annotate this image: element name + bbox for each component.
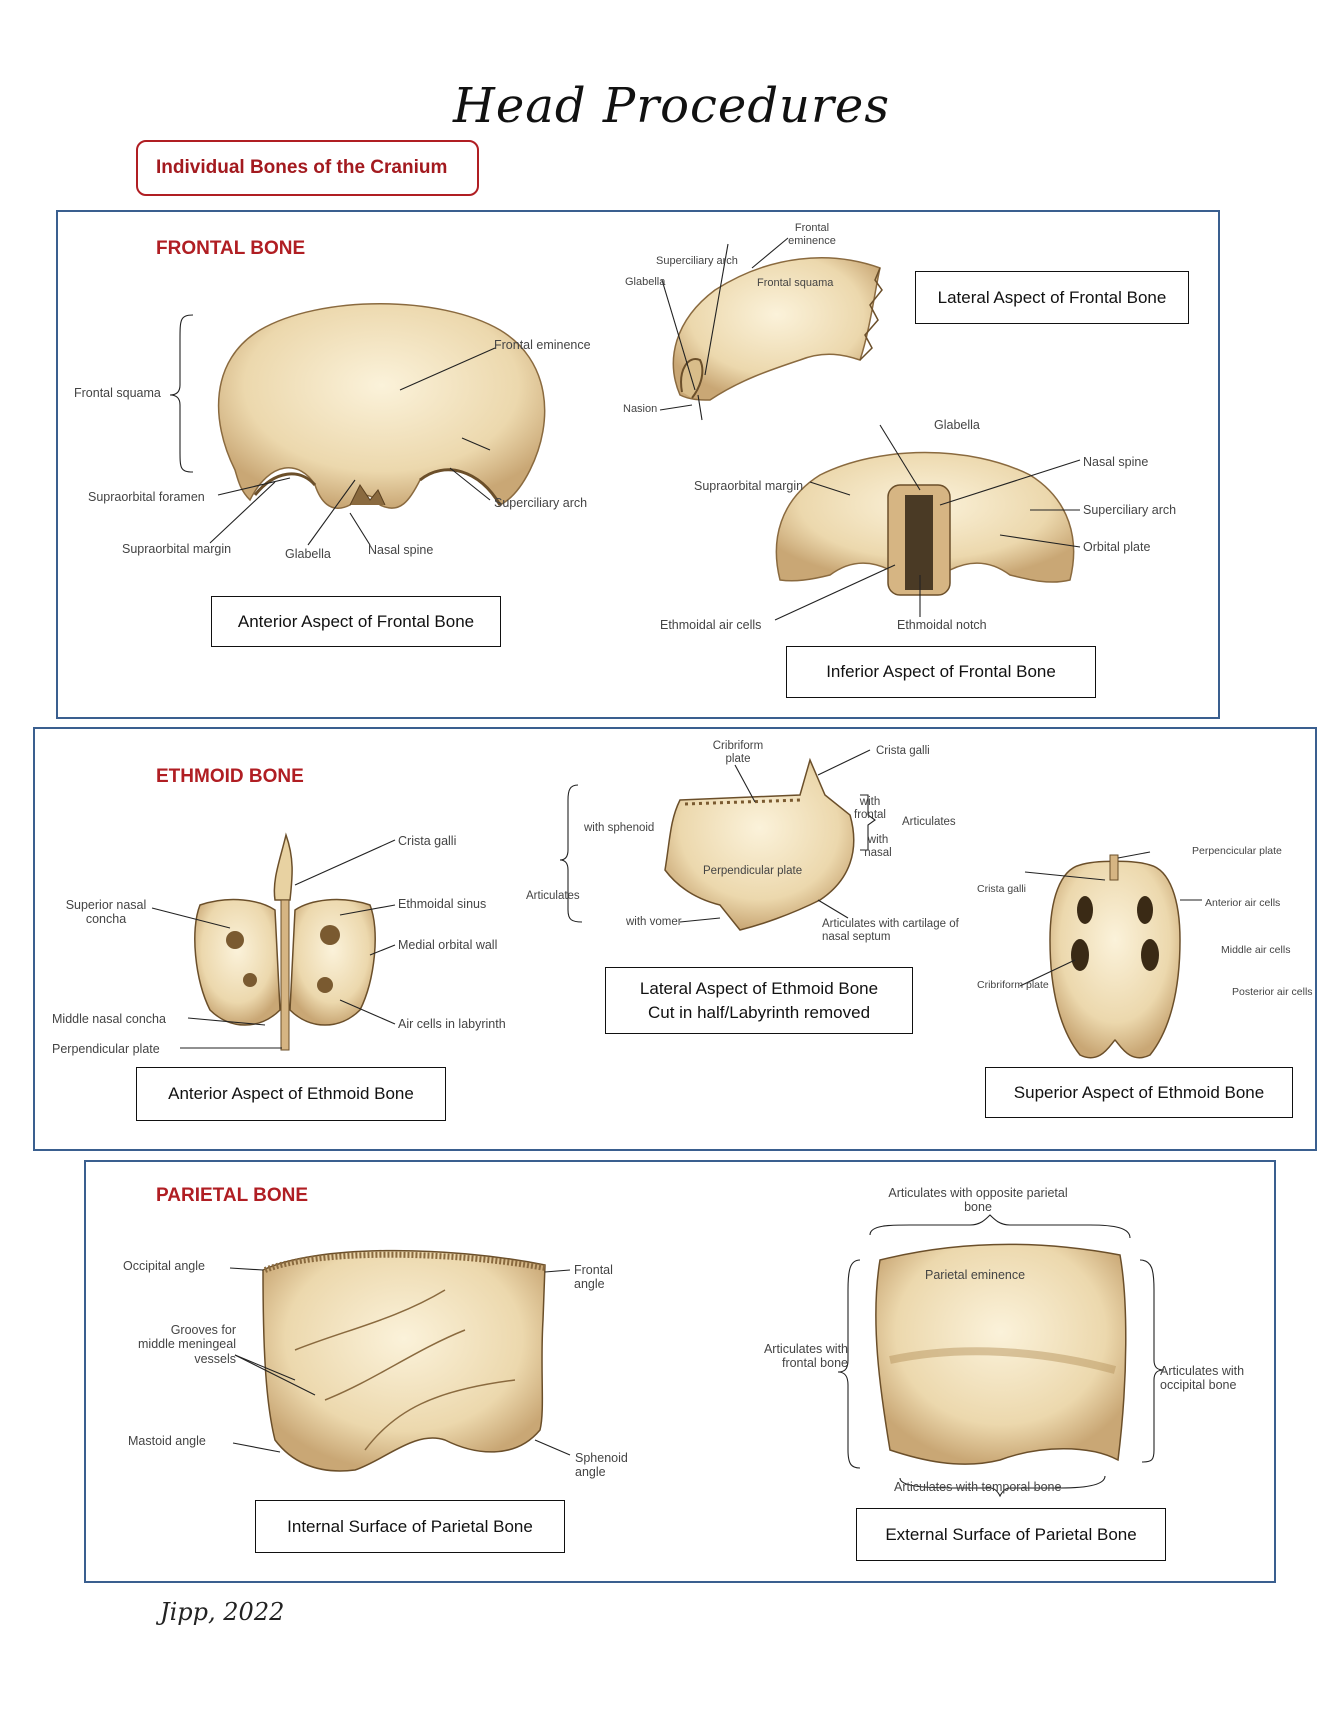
label-articulates-opposite-parietal: Articulates with opposite parietal bone [888, 1186, 1068, 1215]
inferior-frontal-bone-figure [774, 424, 1081, 621]
lateral-ethmoid-caption-line2: Cut in half/Labyrinth removed [647, 1002, 871, 1022]
label-sphenoid-angle: Sphenoid angle [575, 1451, 628, 1480]
label-nasal-spine: Nasal spine [368, 543, 434, 557]
external-parietal-bone-figure [837, 1214, 1165, 1498]
label-superior-crista-galli: Crista galli [977, 883, 1027, 895]
label-with-vomer: with vomer [626, 916, 682, 928]
anterior-ethmoid-bone-figure [151, 832, 396, 1051]
label-lateral-perpendicular-plate: Perpendicular plate [703, 865, 803, 877]
label-articulates-cartilage: Articulates with cartilage of nasal sept… [822, 918, 959, 944]
label-lateral-frontal-eminence: Frontal eminence [788, 222, 836, 247]
parietal-bone-panel [84, 1160, 1276, 1583]
label-supraorbital-margin: Supraorbital margin [122, 542, 232, 556]
label-air-cells-labyrinth: Air cells in labyrinth [398, 1017, 506, 1031]
label-lateral-frontal-squama: Frontal squama [757, 277, 834, 289]
anterior-frontal-bone-figure [169, 303, 546, 546]
internal-parietal-bone-figure [229, 1249, 571, 1472]
anterior-ethmoid-caption: Anterior Aspect of Ethmoid Bone [136, 1067, 446, 1121]
lateral-frontal-bone-figure [659, 237, 883, 421]
footer-signature: Jipp, 2022 [160, 1598, 285, 1626]
label-articulates-frontal: Articulates with frontal bone [763, 1342, 848, 1371]
label-glabella: Glabella [285, 547, 331, 561]
lateral-frontal-caption: Lateral Aspect of Frontal Bone [915, 271, 1189, 324]
label-with-sphenoid: with sphenoid [584, 822, 655, 834]
label-inferior-ethmoidal-notch: Ethmoidal notch [897, 618, 987, 632]
label-lateral-glabella: Glabella [625, 276, 666, 288]
frontal-bone-heading: FRONTAL BONE [156, 238, 306, 259]
label-superior-nasal-concha: Superior nasal concha [65, 898, 147, 927]
label-superior-perpendicular-plate: Perpencicular plate [1192, 845, 1282, 857]
label-with-nasal: with nasal [864, 834, 892, 860]
lateral-ethmoid-caption-line1: Lateral Aspect of Ethmoid Bone [639, 978, 879, 998]
label-supraorbital-foramen: Supraorbital foramen [88, 490, 205, 504]
label-lateral-cribriform-plate: Cribriform plate [712, 740, 764, 766]
label-medial-orbital-wall: Medial orbital wall [398, 938, 498, 952]
label-superciliary-arch: Superciliary arch [494, 496, 588, 510]
label-ethmoid-crista-galli: Crista galli [398, 834, 457, 848]
label-inferior-glabella: Glabella [934, 418, 980, 432]
superior-ethmoid-caption: Superior Aspect of Ethmoid Bone [985, 1067, 1293, 1118]
label-inferior-orbital-plate: Orbital plate [1083, 540, 1151, 554]
label-middle-air-cells: Middle air cells [1221, 944, 1291, 956]
label-lateral-nasion: Nasion [623, 403, 658, 415]
lateral-ethmoid-bone-figure [559, 749, 876, 931]
label-articulates-right: Articulates [902, 816, 956, 828]
label-articulates-temporal: Articulates with temporal bone [894, 1480, 1062, 1494]
label-parietal-eminence: Parietal eminence [925, 1268, 1026, 1282]
label-posterior-air-cells: Posterior air cells [1232, 986, 1313, 998]
label-lateral-superciliary-arch: Superciliary arch [656, 255, 738, 267]
ethmoid-bone-heading: ETHMOID BONE [156, 766, 304, 787]
label-occipital-angle: Occipital angle [123, 1259, 205, 1273]
label-inferior-ethmoidal-air-cells: Ethmoidal air cells [660, 618, 762, 632]
label-lateral-crista-galli: Crista galli [876, 745, 930, 757]
label-articulates-left: Articulates [526, 890, 580, 902]
label-middle-nasal-concha: Middle nasal concha [52, 1012, 166, 1026]
label-ethmoidal-sinus: Ethmoidal sinus [398, 897, 487, 911]
parietal-bone-heading: PARIETAL BONE [156, 1185, 309, 1206]
subtitle-box: Individual Bones of the Cranium [136, 140, 479, 196]
label-frontal-squama: Frontal squama [74, 386, 161, 400]
inferior-frontal-caption: Inferior Aspect of Frontal Bone [786, 646, 1096, 698]
internal-parietal-caption: Internal Surface of Parietal Bone [255, 1500, 565, 1553]
external-parietal-caption: External Surface of Parietal Bone [856, 1508, 1166, 1561]
label-inferior-nasal-spine: Nasal spine [1083, 455, 1149, 469]
lateral-ethmoid-caption: Lateral Aspect of Ethmoid Bone Cut in ha… [605, 967, 913, 1034]
page-title: Head Procedures [453, 78, 890, 134]
label-inferior-supraorbital-margin: Supraorbital margin [694, 479, 804, 493]
ethmoid-bone-panel [33, 727, 1317, 1151]
label-mastoid-angle: Mastoid angle [128, 1434, 206, 1448]
label-with-frontal: with frontal [854, 796, 886, 822]
superior-ethmoid-bone-figure [1019, 851, 1202, 1059]
anterior-frontal-caption: Anterior Aspect of Frontal Bone [211, 596, 501, 647]
label-inferior-superciliary-arch: Superciliary arch [1083, 503, 1177, 517]
label-frontal-eminence: Frontal eminence [494, 338, 591, 352]
label-articulates-occipital: Articulates with occipital bone [1160, 1364, 1245, 1393]
label-superior-cribriform-plate: Cribriform plate [977, 979, 1049, 991]
frontal-bone-panel [56, 210, 1220, 719]
label-ethmoid-perpendicular-plate: Perpendicular plate [52, 1042, 160, 1056]
label-anterior-air-cells: Anterior air cells [1205, 897, 1281, 909]
label-grooves-meningeal: Grooves for middle meningeal vessels [138, 1323, 236, 1366]
label-frontal-angle: Frontal angle [574, 1263, 613, 1292]
